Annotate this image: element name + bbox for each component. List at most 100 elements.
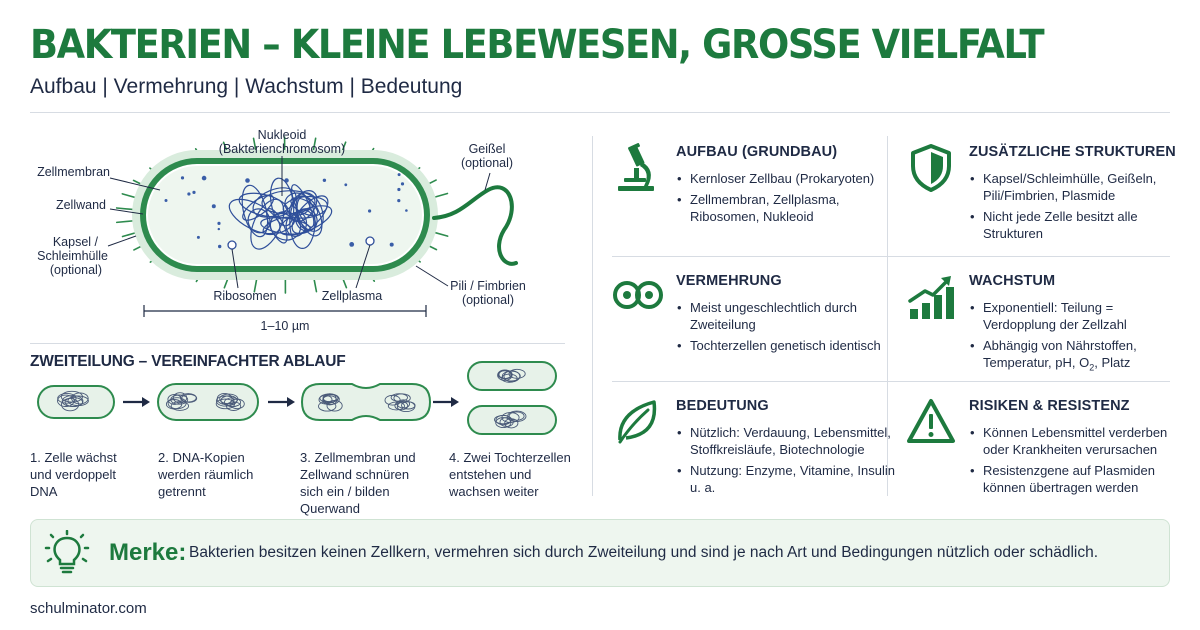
label-wall: Zellwand	[56, 198, 106, 212]
lightbulb-icon	[44, 530, 90, 574]
divider	[612, 381, 1170, 382]
card-bullet: Nützlich: Verdauung, Lebensmittel, Stoff…	[676, 424, 896, 458]
dna-loop	[508, 411, 525, 421]
dna-loop	[64, 397, 83, 408]
dna-loop	[387, 401, 405, 411]
dna-loop	[228, 198, 281, 235]
ribosome-dot	[397, 173, 401, 177]
dna-loop	[508, 368, 526, 379]
ribosome-dot	[217, 221, 221, 225]
page-subtitle: Aufbau | Vermehrung | Wachstum | Bedeutu…	[30, 75, 463, 98]
ribosome-dot	[344, 183, 348, 187]
card-bullet: Resistenzgene auf Plasmiden können übert…	[969, 462, 1189, 496]
label-capsule-3: (optional)	[50, 263, 102, 277]
card-risiken: RISIKEN & RESISTENZ Können Lebensmittel …	[905, 390, 1195, 508]
microscope-icon	[618, 142, 654, 191]
ribosome-dot	[245, 178, 250, 183]
ribosome-dot	[211, 204, 216, 209]
ribosome-marker	[227, 240, 237, 250]
ribosome-dot	[405, 209, 408, 212]
card-title: BEDEUTUNG	[676, 398, 769, 414]
card-bullet: Zellmembran, Zellplasma, Ribosomen, Nukl…	[676, 191, 896, 225]
dna-loop	[322, 394, 340, 405]
divider	[30, 343, 565, 344]
ribosome-dot	[201, 175, 207, 181]
dividing-cells-icon	[613, 281, 663, 309]
flagellum-shape	[432, 185, 518, 266]
card-title: ZUSÄTZLICHE STRUKTUREN	[969, 144, 1176, 160]
dna-loop	[57, 394, 75, 407]
card-bullet: Nutzung: Enzyme, Vitamine, Insulin u. a.	[676, 462, 896, 496]
dna-loop	[170, 401, 190, 411]
card-vermehrung: VERMEHRUNG Meist ungeschlechtlich durch …	[612, 265, 902, 383]
card-bullet: Tochterzellen genetisch identisch	[676, 337, 896, 354]
dna-loop	[322, 395, 338, 406]
card-title: VERMEHRUNG	[676, 273, 782, 289]
card-bedeutung: BEDEUTUNG Nützlich: Verdauung, Lebensmit…	[612, 390, 902, 508]
ribosome-dot	[397, 187, 401, 192]
ribosome-dot	[349, 242, 355, 247]
card-bullet: Können Lebensmittel verderben oder Krank…	[969, 424, 1189, 458]
dna-loop	[289, 195, 316, 249]
divider	[30, 112, 1170, 113]
dna-loop	[167, 393, 182, 405]
merke-label: Merke:	[109, 539, 187, 566]
dna-loop	[57, 392, 77, 404]
ribosome-dot	[397, 199, 401, 203]
dna-loop	[215, 395, 235, 407]
dna-loop	[323, 393, 337, 404]
warning-icon	[907, 399, 955, 443]
card-title: RISIKEN & RESISTENZ	[969, 398, 1130, 414]
label-nucleoid-2: (Bakterienchromosom)	[219, 142, 345, 156]
dna-loop	[497, 369, 513, 381]
merke-box: Merke: Bakterien besitzen keinen Zellker…	[30, 519, 1170, 587]
ribosome-dot	[187, 192, 191, 196]
card-bullet: Nicht jede Zelle besitzt alle Strukturen	[969, 208, 1189, 242]
shield-icon	[911, 144, 951, 192]
card-aufbau: AUFBAU (GRUNDBAU) Kernloser Zellbau (Pro…	[612, 136, 902, 254]
label-ribosomes: Ribosomen	[213, 289, 276, 303]
dna-loop	[216, 392, 233, 405]
footer-site: schulminator.com	[30, 600, 147, 617]
card-title: WACHSTUM	[969, 273, 1056, 289]
ribosome-dot	[180, 176, 185, 180]
ribosome-dot	[164, 199, 168, 202]
dna-loop	[499, 417, 514, 428]
card-wachstum: WACHSTUM Exponentiell: Teilung = Verdopp…	[905, 265, 1195, 383]
label-flagellum-2: (optional)	[461, 156, 513, 170]
dna-loop	[223, 397, 242, 408]
pilus-line	[115, 207, 134, 211]
label-cytoplasm: Zellplasma	[322, 289, 382, 303]
ribosome-dot	[196, 235, 200, 239]
dna-loop	[291, 195, 329, 234]
division-sequence	[37, 361, 557, 435]
nucleoid-shape	[228, 177, 333, 250]
cell-shape	[157, 383, 259, 421]
scale-bar	[143, 305, 427, 317]
division-title: ZWEITEILUNG – VEREINFACHTER ABLAUF	[30, 353, 346, 370]
growth-chart-icon	[908, 276, 954, 319]
dna-loop	[495, 417, 512, 429]
label-membrane: Zellmembran	[37, 165, 110, 179]
ribosome-dot	[218, 244, 222, 249]
label-flagellum-1: Geißel	[469, 142, 506, 156]
dna-loop	[507, 410, 527, 422]
ribosome-dot	[400, 182, 405, 186]
label-pili-2: (optional)	[462, 293, 514, 307]
ribosome-dot	[322, 178, 327, 182]
ribosome-dot	[389, 242, 394, 247]
dna-loop	[326, 400, 343, 412]
ribosome-dot	[217, 227, 220, 231]
ribosome-dot	[192, 190, 196, 194]
dna-loop	[261, 190, 316, 215]
card-title: AUFBAU (GRUNDBAU)	[676, 144, 838, 160]
pilus-line	[115, 220, 134, 224]
page-title: BAKTERIEN – KLEINE LEBEWESEN, GROSSE VIE…	[30, 22, 1045, 68]
arrow-icon	[123, 397, 459, 407]
card-bullet: Abhängig von Nährstoffen, Temperatur, pH…	[969, 337, 1189, 377]
divider	[592, 136, 593, 496]
card-bullet: Meist ungeschlechtlich durch Zweiteilung	[676, 299, 896, 333]
